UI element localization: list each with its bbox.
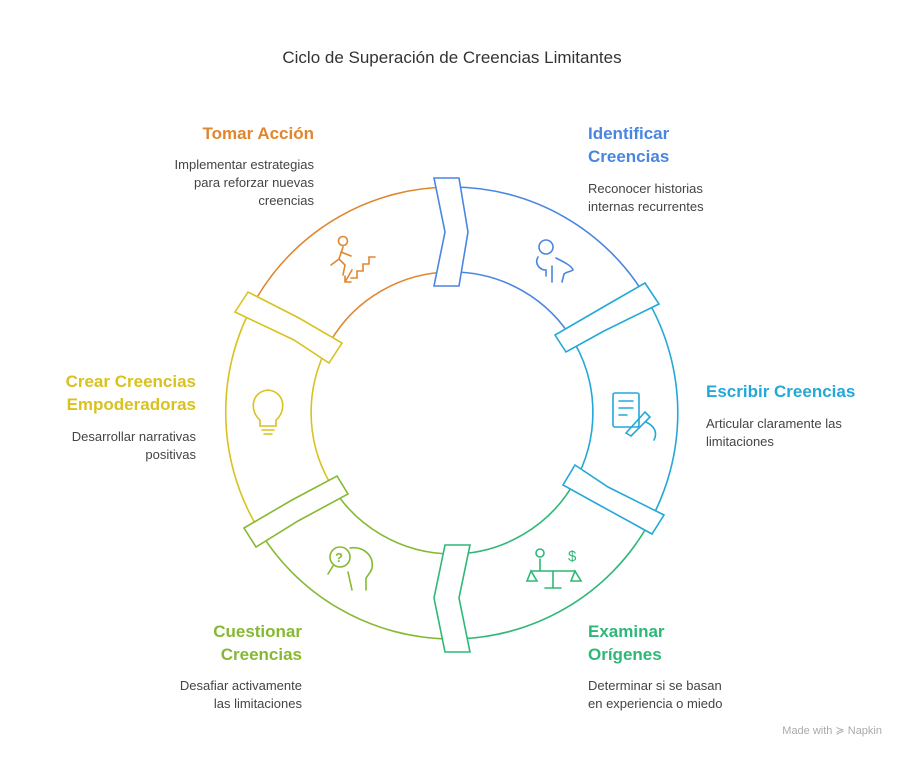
stage-desc-identificar: Reconocer historias internas recurrentes (588, 181, 704, 214)
chevron-right-upper (553, 281, 661, 354)
chevron-left-upper (233, 290, 344, 365)
inner-arc-escribir (573, 341, 594, 484)
stage-desc-tomar: Implementar estrategias para reforzar nu… (174, 157, 314, 208)
stage-desc-crear: Desarrollar narrativas positivas (71, 429, 196, 462)
stage-title-escribir: Escribir Creencias (706, 382, 856, 401)
outer-arc-crear (225, 298, 257, 526)
chevron-right-lower (561, 463, 666, 536)
svg-text:$: $ (568, 548, 577, 565)
stage-title-identificar: Identificar Creencias (588, 124, 670, 166)
writing-document-icon (612, 392, 657, 441)
stage-desc-examinar: Determinar si se basan en experiencia o … (588, 678, 723, 711)
stage-title-examinar: Examinar Orígenes (588, 622, 665, 664)
climbing-stairs-icon (330, 235, 376, 283)
stage-desc-escribir: Articular claramente las limitaciones (706, 416, 842, 449)
stage-desc-cuestionar: Desafiar activamente las limitaciones (179, 678, 302, 711)
inner-arc-crear (310, 341, 331, 484)
chevron-bottom (433, 544, 471, 653)
stage-title-crear: Crear Creencias Empoderadoras (65, 372, 196, 414)
outer-arc-examinar (451, 524, 649, 640)
lightbulb-icon (252, 389, 284, 435)
outer-arc-cuestionar (255, 524, 453, 640)
inner-arc-tomar (329, 271, 453, 343)
outer-arc-escribir (646, 298, 679, 526)
napkin-watermark: Made with ≽ Napkin (782, 725, 882, 737)
question-head-icon: ? (327, 546, 374, 591)
stage-title-tomar: Tomar Acción (202, 124, 314, 143)
chevron-left-lower (242, 474, 350, 549)
inner-arc-examinar (451, 482, 575, 555)
inner-arc-identificar (451, 271, 575, 343)
head-person-icon (535, 239, 574, 283)
balance-scale-icon: $ (525, 548, 583, 589)
stage-title-cuestionar: Cuestionar Creencias (213, 622, 302, 664)
outer-arc-identificar (451, 186, 648, 300)
page-title: Ciclo de Superación de Creencias Limitan… (282, 48, 622, 67)
outer-arc-tomar (255, 186, 453, 300)
chevron-top (433, 177, 469, 287)
svg-text:?: ? (335, 550, 343, 565)
